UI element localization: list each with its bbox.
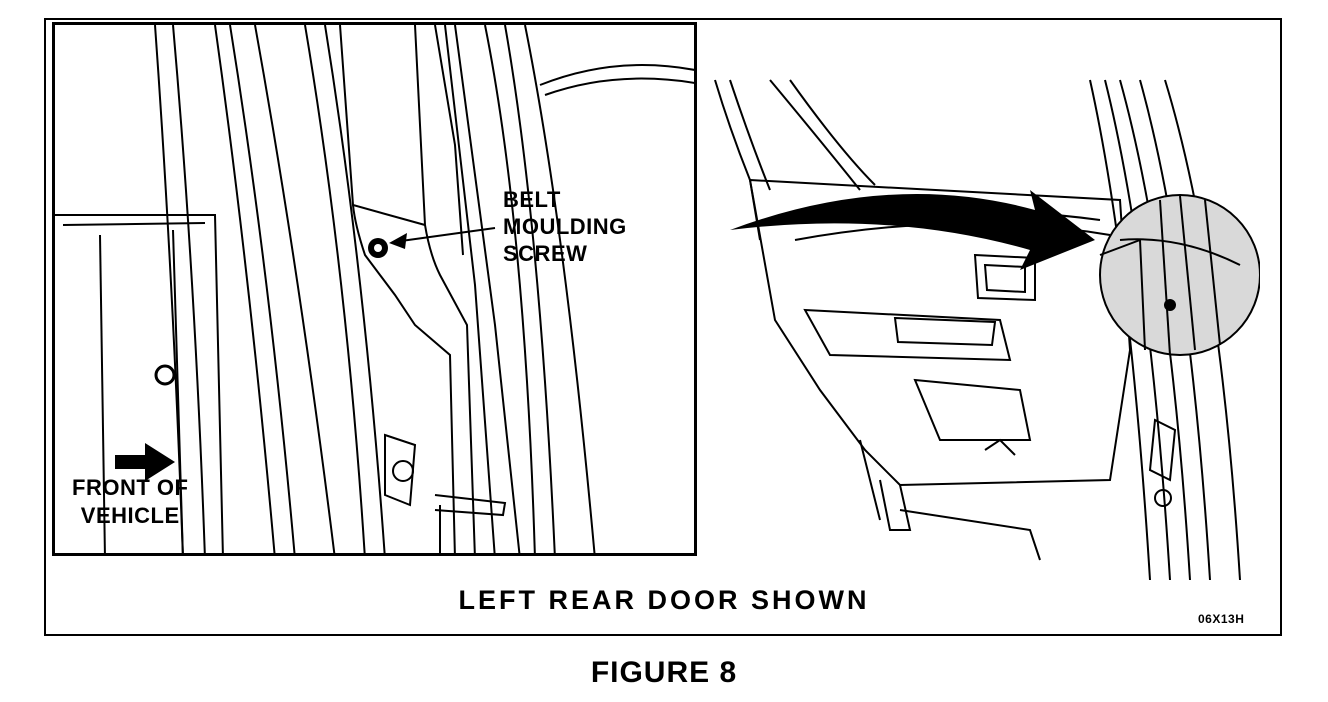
front-label-line-2: VEHICLE <box>80 503 180 528</box>
detail-inset <box>52 22 697 556</box>
magnified-detail <box>1099 194 1260 356</box>
belt-moulding-screw-label: BELT MOULDING SCREW <box>503 186 627 267</box>
curved-arrow-icon <box>730 190 1095 270</box>
front-label-line-1: FRONT OF <box>72 475 189 500</box>
figure-caption: LEFT REAR DOOR SHOWN <box>458 585 870 615</box>
belt-label-line-1: BELT <box>503 187 561 212</box>
door-drawing <box>714 79 1260 580</box>
belt-label-line-3: SCREW <box>503 241 588 266</box>
figure-title: FIGURE 8 <box>590 656 738 689</box>
front-arrow-icon <box>115 443 175 481</box>
figure-code: 06X13H <box>1198 612 1245 626</box>
front-of-vehicle-label: FRONT OF VEHICLE <box>72 474 188 530</box>
figure-frame <box>44 18 1282 636</box>
belt-label-line-2: MOULDING <box>503 214 627 239</box>
leader-arrow-icon <box>389 227 496 249</box>
inset-drawing <box>55 25 694 553</box>
